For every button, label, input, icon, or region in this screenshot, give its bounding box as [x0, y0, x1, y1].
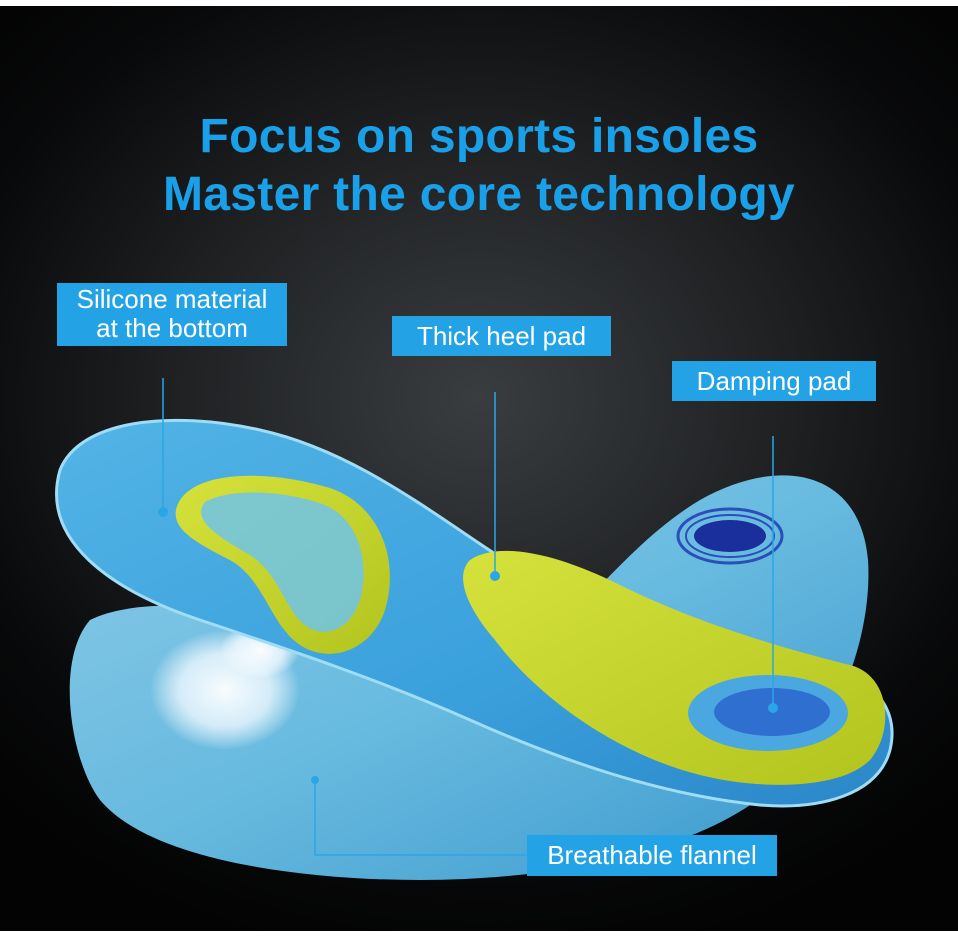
dot-silicone	[158, 507, 168, 517]
callout-breathable-flannel: Breathable flannel	[527, 835, 777, 876]
callout-lines	[162, 378, 774, 856]
headline: Focus on sports insoles Master the core …	[0, 108, 958, 224]
top-border	[0, 0, 958, 6]
dot-heel	[490, 571, 500, 581]
dot-breathable	[311, 776, 319, 784]
leader-breathable	[314, 780, 527, 856]
callout-damping-pad: Damping pad	[672, 361, 876, 401]
back-damping-ring	[676, 507, 784, 565]
back-damping-ring-inner	[685, 514, 775, 558]
dot-damping	[768, 703, 778, 713]
callout-silicone-material: Silicone material at the bottom	[57, 283, 287, 346]
callout-thick-heel-pad: Thick heel pad	[392, 316, 611, 356]
callout-silicone-line-2: at the bottom	[96, 313, 248, 343]
forefoot-gel-inner	[201, 492, 364, 632]
bottom-border	[0, 931, 958, 949]
headline-line-1: Focus on sports insoles	[199, 110, 759, 163]
callout-silicone-line-1: Silicone material	[76, 284, 268, 314]
headline-line-2: Master the core technology	[163, 168, 795, 221]
back-damping-pad	[694, 520, 766, 552]
